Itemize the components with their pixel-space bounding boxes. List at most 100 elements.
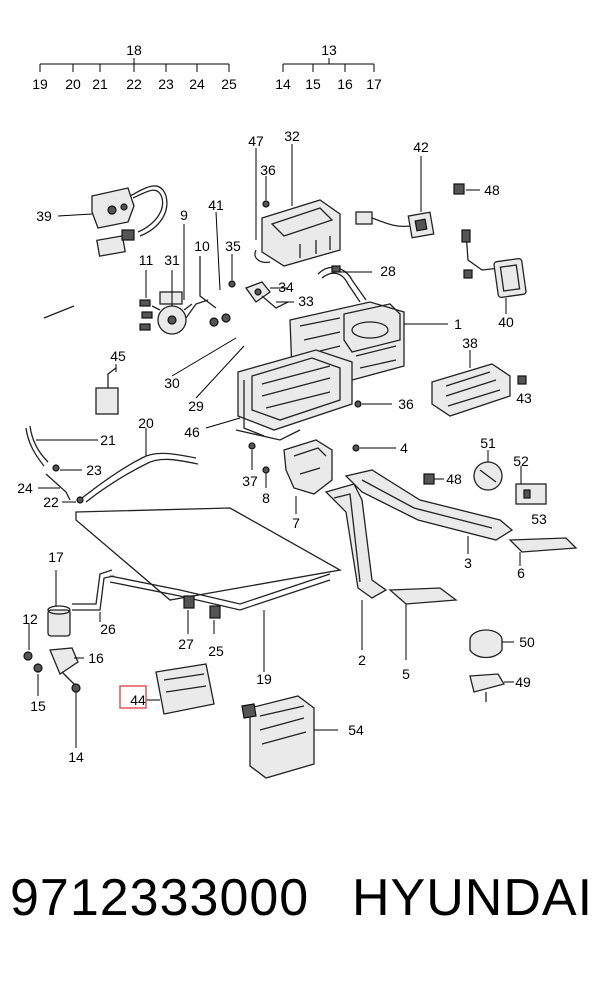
callout-45: 45 [110,348,126,364]
part-33-linkage [261,295,289,309]
callout-41: 41 [208,197,224,213]
callout-28: 28 [380,263,396,279]
callout-9: 9 [180,207,188,223]
part-51-knob [473,461,503,491]
callout-37: 37 [242,473,258,489]
part-32-duct-cover [254,199,341,267]
callout-16-top: 16 [337,76,353,92]
part-38-control-panel [431,363,511,417]
callout-21: 21 [92,76,108,92]
callout-10: 10 [194,238,210,254]
callout-54: 54 [348,722,364,738]
callout-35: 35 [225,238,241,254]
callout-25-mid: 25 [208,643,224,659]
part-11-clip-set [139,299,153,331]
part-48-clip-mid [423,473,435,485]
callout-48-mid: 48 [446,471,462,487]
part-19-long-pipe [109,573,331,611]
part-52-bracket [515,483,547,505]
callout-39: 39 [36,208,52,224]
part-48-clip-top [453,183,465,195]
floor-panel-outline [75,507,342,601]
callout-47: 47 [248,133,264,149]
callout-36-mid: 36 [398,396,414,412]
part-36-screw-mid [354,400,362,408]
brand-text: HYUNDAI [352,869,594,927]
part-43-clip [517,375,527,385]
callout-17-top: 17 [366,76,382,92]
part-36-screw-top [262,200,270,208]
callout-33: 33 [298,293,314,309]
part-16-block [49,647,79,675]
part-39-actuator-cable [91,185,168,257]
callout-15: 15 [30,698,46,714]
callout-22-mid: 22 [43,494,59,510]
callout-12: 12 [22,611,38,627]
part-50-actuator [469,629,503,659]
part-6-bracket [508,537,578,553]
callout-40: 40 [498,314,514,330]
callout-17: 17 [48,549,64,565]
part-12-valve [23,651,33,661]
callout-46: 46 [184,424,200,440]
callout-19: 19 [32,76,48,92]
part-46-heater-core-case [235,349,353,441]
callout-15-top: 15 [305,76,321,92]
group-bracket-13 [282,58,375,72]
part-21-pipe [25,425,49,467]
part-42-connector [355,211,435,239]
callout-24-mid: 24 [17,480,33,496]
part-40-switch-harness [461,229,527,299]
part-20-hose [81,452,199,503]
callout-34: 34 [278,279,294,295]
part-9-lever [185,299,209,319]
callout-30: 30 [164,375,180,391]
callout-51: 51 [480,435,496,451]
callout-22: 22 [126,76,142,92]
callout-1: 1 [454,316,462,332]
callout-19: 19 [256,671,272,687]
callout-44: 44 [130,692,146,708]
part-37-screw [248,442,256,450]
callout-6: 6 [517,565,525,581]
callout-13: 13 [321,42,337,58]
callout-11: 11 [139,252,154,268]
callout-23: 23 [158,76,174,92]
callout-52: 52 [513,453,529,469]
part-23-clamp [52,464,60,472]
callout-27: 27 [178,636,194,652]
part-8-screw [262,466,270,474]
callout-24: 24 [189,76,205,92]
part-15-grommet [33,663,43,673]
callout-50: 50 [519,634,535,650]
callout-20: 20 [138,415,154,431]
callout-20: 20 [65,76,81,92]
part-5-bracket [388,587,458,605]
callout-26: 26 [100,621,116,637]
part-54-box [241,695,315,779]
part-7-duct [283,439,333,495]
callout-8: 8 [262,490,270,506]
part-44-module [155,663,215,715]
callout-25: 25 [221,76,237,92]
callout-48-top: 48 [484,182,500,198]
callout-38: 38 [462,335,478,351]
part-45-sensor [95,367,119,415]
callout-31: 31 [164,252,180,268]
part-14-sensor [61,671,81,693]
part-27-clip [183,595,195,609]
callout-44-highlight [119,685,147,709]
part-34-linkage [244,281,271,303]
callout-36-top: 36 [260,162,276,178]
part-10-rod [199,256,231,327]
part-2-floor-duct [324,483,388,599]
part-49-motor [469,673,506,702]
group-bracket-18 [39,58,230,72]
callout-23-mid: 23 [86,462,102,478]
part-28-hose [317,265,367,303]
part-22-clamp [76,496,84,504]
callout-42: 42 [413,139,429,155]
part-3-rear-duct [344,469,514,541]
part-4-screw [352,444,360,452]
part-35-screw [228,280,236,288]
